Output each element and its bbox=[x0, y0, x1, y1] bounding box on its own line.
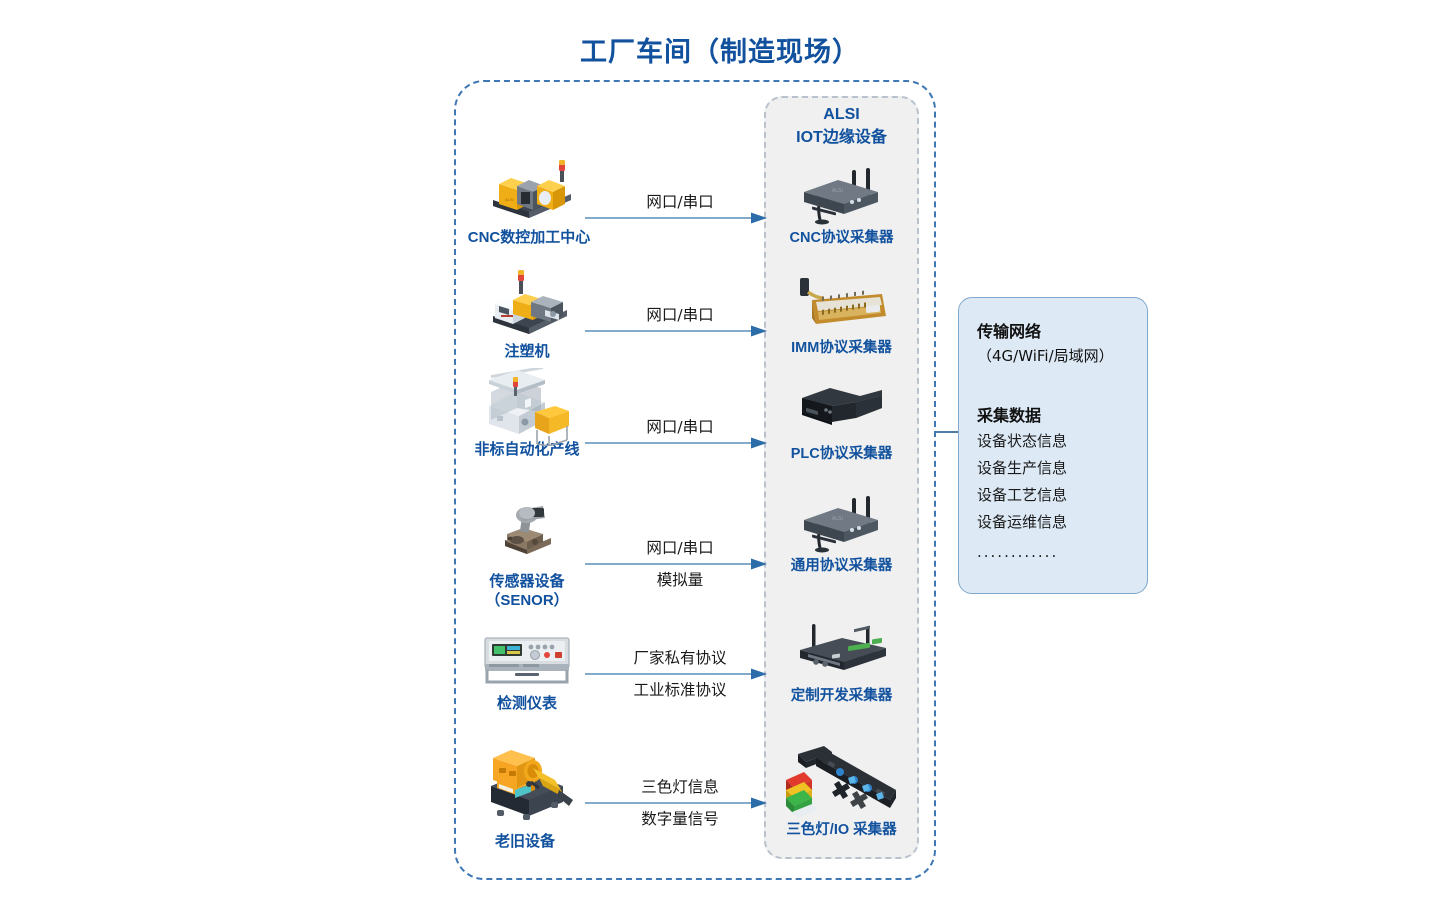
alsi-iot-edge-panel bbox=[764, 96, 919, 859]
flow-automation: 网口/串口 bbox=[585, 415, 775, 475]
plc-collector-icon bbox=[764, 378, 919, 444]
collector-stacklight-io-label: 三色灯/IO 采集器 bbox=[786, 822, 897, 838]
automation-line-icon bbox=[442, 368, 612, 446]
collected-data-item: 设备工艺信息 bbox=[977, 486, 1068, 504]
svg-text:ALSI: ALSI bbox=[832, 188, 843, 194]
alsi-panel-heading: ALSI IOT边缘设备 bbox=[764, 103, 919, 149]
collector-custom-label: 定制开发采集器 bbox=[790, 688, 893, 704]
cnc-machine-icon: ALSI bbox=[444, 156, 614, 226]
legacy-equipment-icon bbox=[440, 740, 610, 826]
flow-cnc: 网口/串口 bbox=[585, 190, 775, 250]
flow-sensor-label-top: 网口/串口 bbox=[646, 539, 714, 557]
generic-collector-icon: ALSI bbox=[764, 490, 919, 556]
collected-data-ellipsis: ............ bbox=[977, 543, 1059, 561]
panel-connector-line bbox=[936, 431, 959, 433]
factory-workshop-container bbox=[454, 80, 936, 880]
device-sensor-label-line1: 传感器设备 bbox=[489, 573, 565, 590]
collector-plc[interactable]: PLC协议采集器 bbox=[764, 378, 919, 463]
injection-molding-machine-icon bbox=[442, 270, 612, 340]
arrow-icon bbox=[585, 437, 767, 449]
flow-injection: 网口/串口 bbox=[585, 303, 775, 363]
device-injection-molding[interactable]: 注塑机 bbox=[442, 270, 612, 361]
collector-imm-label: IMM协议采集器 bbox=[791, 340, 892, 356]
flow-automation-label-top: 网口/串口 bbox=[646, 418, 714, 436]
collected-data-item: 设备生产信息 bbox=[977, 459, 1068, 477]
device-cnc[interactable]: ALSI CNC数控加工中心 bbox=[444, 156, 614, 247]
flow-instrument-label-top: 厂家私有协议 bbox=[633, 649, 727, 667]
flow-instrument: 厂家私有协议 工业标准协议 bbox=[585, 646, 775, 706]
imm-collector-icon bbox=[764, 272, 919, 338]
collector-stacklight-io[interactable]: 三色灯/IO 采集器 bbox=[764, 738, 919, 839]
arrow-icon bbox=[585, 668, 767, 680]
collected-data-heading: 采集数据 bbox=[977, 406, 1042, 425]
page-title: 工厂车间（制造现场） bbox=[580, 37, 860, 67]
flow-injection-label-top: 网口/串口 bbox=[646, 306, 714, 324]
flow-cnc-label-top: 网口/串口 bbox=[646, 193, 714, 211]
device-sensor[interactable]: 传感器设备 （SENOR） bbox=[442, 500, 612, 610]
sensor-device-icon bbox=[442, 500, 612, 570]
flow-legacy-label-top: 三色灯信息 bbox=[641, 778, 719, 796]
svg-text:ALSI: ALSI bbox=[505, 197, 514, 202]
collector-generic[interactable]: ALSI 通用协议采集器 bbox=[764, 490, 919, 575]
device-automation-line[interactable]: 非标自动化产线 bbox=[442, 368, 612, 459]
transmission-network-heading: 传输网络 bbox=[977, 322, 1042, 341]
stacklight-io-collector-icon bbox=[764, 738, 919, 820]
transmission-network-panel: 传输网络 （4G/WiFi/局域网） 采集数据 设备状态信息 设备生产信息 设备… bbox=[958, 297, 1148, 594]
collector-custom[interactable]: 定制开发采集器 bbox=[764, 620, 919, 705]
alsi-heading-line1: ALSI bbox=[823, 106, 860, 123]
device-cnc-label: CNC数控加工中心 bbox=[467, 229, 591, 246]
collector-plc-label: PLC协议采集器 bbox=[790, 446, 893, 462]
alsi-heading-line2: IOT边缘设备 bbox=[796, 129, 887, 146]
flow-instrument-label-bottom: 工业标准协议 bbox=[633, 681, 727, 699]
panel-spacer bbox=[977, 368, 1147, 404]
device-legacy-equipment-label: 老旧设备 bbox=[494, 833, 555, 850]
transmission-network-subtitle: （4G/WiFi/局域网） bbox=[977, 347, 1114, 365]
arrow-icon bbox=[585, 558, 767, 570]
svg-text:ALSI: ALSI bbox=[832, 516, 843, 522]
arrow-icon bbox=[585, 325, 767, 337]
collector-imm[interactable]: IMM协议采集器 bbox=[764, 272, 919, 357]
collector-generic-label: 通用协议采集器 bbox=[790, 558, 893, 574]
device-measuring-instrument-label: 检测仪表 bbox=[496, 695, 557, 712]
arrow-icon bbox=[585, 797, 767, 809]
arrow-icon bbox=[585, 212, 767, 224]
collector-cnc-label: CNC协议采集器 bbox=[789, 230, 894, 246]
collector-cnc[interactable]: ALSI CNC协议采集器 bbox=[764, 162, 919, 247]
flow-legacy: 三色灯信息 数字量信号 bbox=[585, 775, 775, 835]
cnc-collector-icon: ALSI bbox=[764, 162, 919, 228]
device-legacy-equipment[interactable]: 老旧设备 bbox=[440, 740, 610, 851]
device-injection-molding-label: 注塑机 bbox=[504, 343, 550, 360]
flow-legacy-label-bottom: 数字量信号 bbox=[641, 810, 719, 828]
flow-sensor: 网口/串口 模拟量 bbox=[585, 536, 775, 596]
collected-data-item: 设备状态信息 bbox=[977, 432, 1068, 450]
device-measuring-instrument[interactable]: 检测仪表 bbox=[442, 628, 612, 713]
flow-sensor-label-bottom: 模拟量 bbox=[656, 571, 704, 589]
measuring-instrument-icon bbox=[442, 628, 612, 688]
custom-collector-icon bbox=[764, 620, 919, 686]
collected-data-item: 设备运维信息 bbox=[977, 513, 1068, 531]
device-sensor-label-line2: （SENOR） bbox=[485, 592, 569, 609]
